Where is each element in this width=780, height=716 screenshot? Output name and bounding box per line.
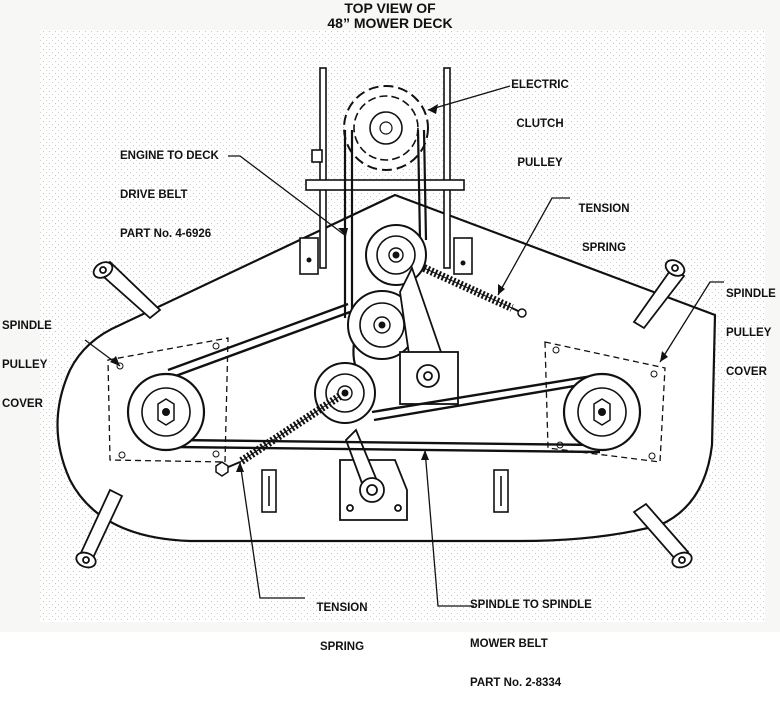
diagram-canvas: TOP VIEW OF 48” MOWER DECK ELECTRIC CLUT…: [2, 0, 776, 689]
rear-deck-slots: [261, 469, 509, 513]
lower-idler-bracket: [339, 428, 408, 521]
mower-deck-outline: [56, 193, 717, 543]
idler-pulley-upper: [365, 224, 427, 286]
label-tension-spring-upper: TENSION SPRING: [566, 177, 642, 281]
leader-lines: [84, 85, 724, 607]
right-spindle-pulley: [562, 372, 642, 452]
mower-deck-drawing: [40, 30, 765, 622]
label-engine-to-deck-belt-line1: ENGINE TO DECK: [120, 150, 219, 162]
label-tension-spring-upper-line2: SPRING: [581, 242, 627, 254]
label-spindle-cover-left-line2: PULLEY: [2, 359, 48, 371]
label-spindle-to-spindle-belt-line2: MOWER BELT: [470, 638, 548, 650]
label-tension-spring-upper-line1: TENSION: [578, 203, 630, 215]
left-spindle-pulley: [126, 372, 206, 452]
label-spindle-cover-left: SPINDLE PULLEY COVER: [2, 294, 52, 437]
label-engine-to-deck-belt-line2: DRIVE BELT: [120, 189, 188, 201]
label-engine-to-deck-belt-line3: PART No. 4-6926: [120, 228, 212, 240]
idler-pulley-lower: [314, 362, 376, 424]
anti-scalp-bracket-right-front: [632, 259, 686, 330]
diagram-title-line1: TOP VIEW OF: [344, 0, 436, 16]
label-spindle-cover-left-line1: SPINDLE: [2, 320, 52, 332]
anti-scalp-bracket-left-front: [92, 260, 162, 320]
label-tension-spring-lower-line1: TENSION: [316, 602, 368, 614]
label-spindle-cover-left-line3: COVER: [2, 398, 43, 410]
electric-clutch-pulley: [343, 85, 429, 171]
label-spindle-cover-right: SPINDLE PULLEY COVER: [726, 262, 776, 405]
anti-scalp-bracket-right-rear: [632, 502, 693, 569]
idler-arm: [399, 265, 459, 405]
label-tension-spring-lower-line2: SPRING: [319, 641, 365, 653]
label-spindle-cover-right-line3: COVER: [726, 366, 767, 378]
right-spindle-cover: [544, 341, 666, 463]
label-spindle-cover-right-line2: PULLEY: [726, 327, 772, 339]
label-electric-clutch-pulley-line1: ELECTRIC: [511, 79, 569, 91]
label-spindle-to-spindle-belt-line1: SPINDLE TO SPINDLE: [470, 599, 592, 611]
left-spindle-cover: [107, 337, 229, 463]
lower-tension-spring: [215, 392, 343, 477]
label-electric-clutch-pulley-line3: PULLEY: [517, 157, 563, 169]
upper-tension-spring: [422, 264, 527, 318]
idler-pulley-middle: [347, 290, 417, 360]
anti-scalp-bracket-left-rear: [75, 488, 124, 569]
label-engine-to-deck-belt: ENGINE TO DECK DRIVE BELT PART No. 4-692…: [120, 124, 219, 267]
label-tension-spring-lower: TENSION SPRING: [302, 576, 382, 680]
diagram-title-line2: 48” MOWER DECK: [327, 15, 453, 31]
engine-mount-frame: [299, 67, 473, 275]
label-spindle-to-spindle-belt: SPINDLE TO SPINDLE MOWER BELT PART No. 2…: [470, 573, 592, 716]
spindle-to-spindle-mower-belt: [167, 302, 601, 454]
label-electric-clutch-pulley-line2: CLUTCH: [516, 118, 564, 130]
label-electric-clutch-pulley: ELECTRIC CLUTCH PULLEY: [500, 53, 580, 196]
label-spindle-cover-right-line1: SPINDLE: [726, 288, 776, 300]
label-spindle-to-spindle-belt-line3: PART No. 2-8334: [470, 677, 562, 689]
